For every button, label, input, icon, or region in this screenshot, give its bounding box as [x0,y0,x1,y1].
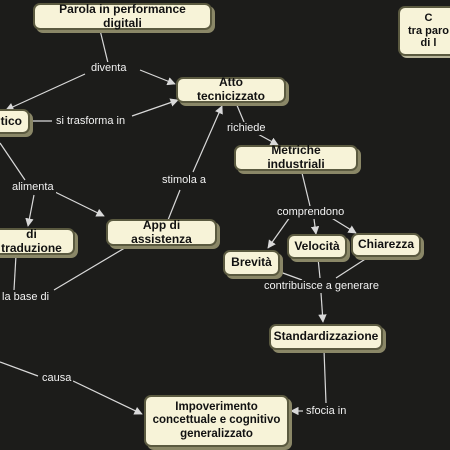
link-label-sfocia-in: sfocia in [304,405,349,418]
link-label-stimola-a: stimola a [160,174,209,187]
edge-diventa-atto [139,69,176,86]
edge-stimola-atto [192,105,223,173]
edge-app-stimola [167,189,181,221]
node-corner-partial[interactable]: C tra paro di l [398,6,450,56]
edge-causa-impoverimento [72,380,143,415]
edge-contribuisce-standard [318,292,327,323]
node-app-assistenza[interactable]: App di assistenza [106,218,217,246]
edge-richiede-metriche [255,132,279,146]
node-metriche-industriali[interactable]: Metriche industriali [234,143,358,171]
link-label-richiede: richiede [225,122,268,135]
edge-app-base [53,245,129,291]
link-label-la-base-di: la base di [0,291,52,304]
edge-chiarezza-contribuisce [335,255,371,279]
node-pensiero-partial[interactable]: tico [0,109,30,134]
link-label-comprendono: comprendono [275,206,347,219]
link-label-alimenta: alimenta [10,181,56,194]
node-traduzione-partial[interactable]: di traduzione [0,227,75,255]
edge-comprendono-brevita [267,216,291,249]
node-impoverimento[interactable]: Impoverimento concettuale e cognitivo ge… [144,395,289,447]
edge-alimenta-app [54,191,105,217]
link-label-causa: causa [40,372,74,385]
edge-trasforma-atto [131,98,179,117]
node-standardizzazione[interactable]: Standardizzazione [269,324,383,350]
edge-velocita-contribuisce [317,257,321,279]
node-parola-performance[interactable]: Parola in performance digitali [33,2,212,30]
node-atto-tecnicizzato[interactable]: Atto tecnicizzato [176,75,286,103]
edge-comprendono-chiarezza [329,216,357,234]
node-velocita[interactable]: Velocità [287,234,347,259]
link-label-diventa: diventa [89,62,129,75]
edge-left-causa [0,361,39,377]
edge-diventa-pensiero [5,73,86,111]
edge-atto-richiede [235,102,245,123]
node-chiarezza[interactable]: Chiarezza [351,233,421,257]
edge-metriche-comprendono [301,172,311,207]
edge-parola-diventa [99,29,109,64]
edge-alimenta-traduzione [25,194,35,227]
link-label-contribuisce: contribuisce a generare [262,280,381,293]
node-brevita[interactable]: Brevità [223,250,280,276]
edge-comprendono-velocita [310,218,320,235]
edge-brevita-contribuisce [279,271,303,281]
link-label-si-trasforma-in: si trasforma in [54,115,128,128]
edge-pensiero-alimenta [0,142,26,181]
edge-traduzione-base [13,254,17,291]
edge-standard-sfocia [323,349,327,404]
